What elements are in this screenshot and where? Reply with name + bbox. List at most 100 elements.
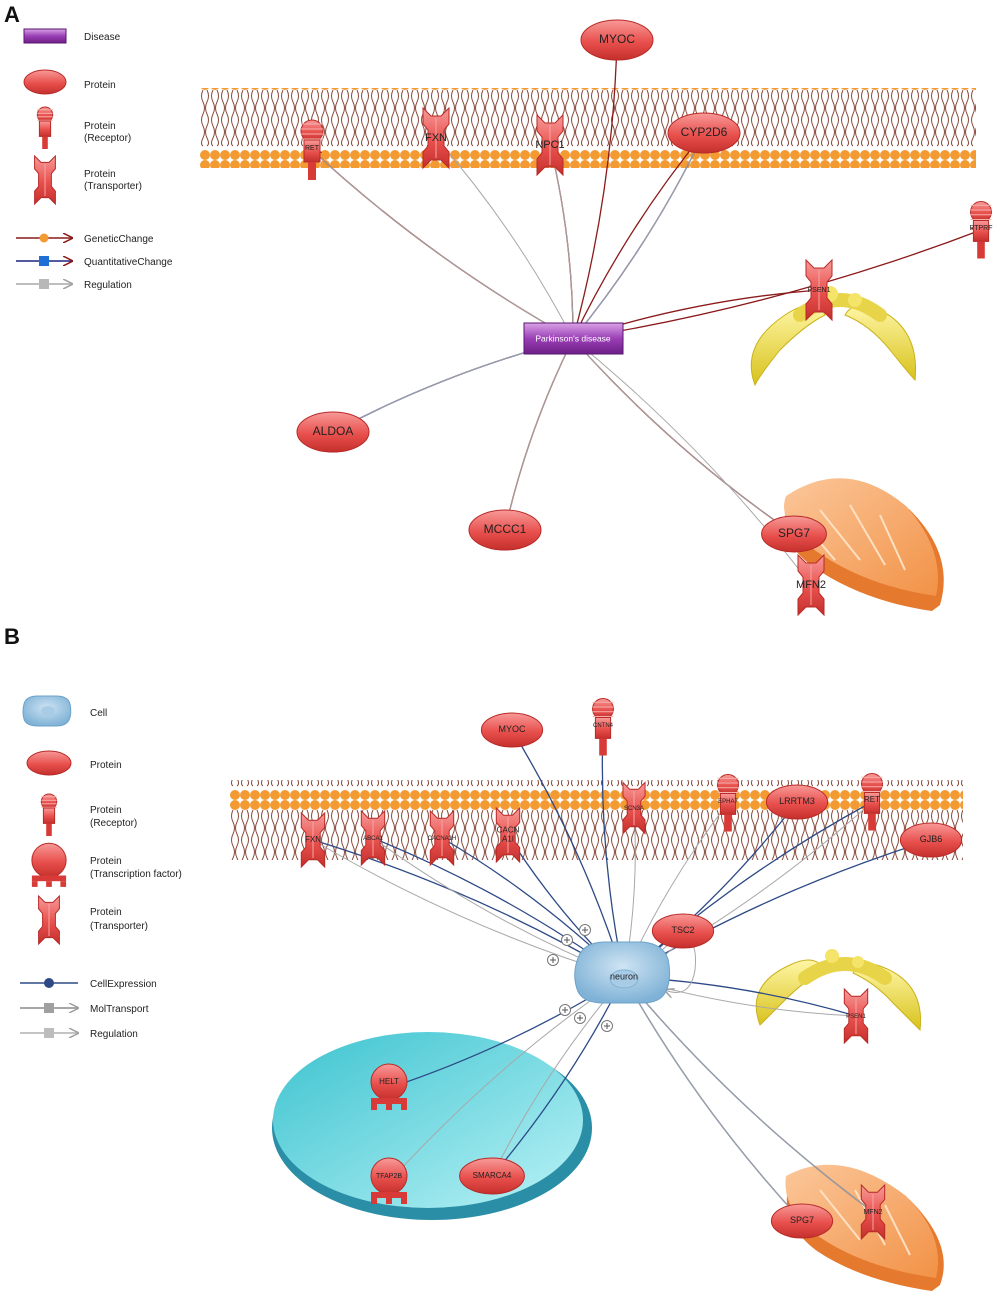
node-mfn2-label: MFN2 bbox=[796, 579, 826, 591]
node-cacna1h-label: CACNA1H bbox=[428, 836, 457, 842]
legend-regulation-line bbox=[16, 279, 72, 289]
node-scn3a[interactable]: SCN3A bbox=[622, 781, 646, 835]
node-npc1-label: NPC1 bbox=[535, 139, 564, 151]
node-ptprf-label: PTPRF bbox=[970, 225, 993, 232]
legend-receptor-label-2: (Receptor) bbox=[84, 133, 131, 144]
legend-regulation-label: Regulation bbox=[84, 280, 132, 291]
disease-node-label: Parkinson's disease bbox=[535, 333, 611, 343]
cell-node-neuron[interactable]: neuron bbox=[574, 941, 671, 1004]
node-helt-label: HELT bbox=[379, 1077, 399, 1086]
edge-mfn2-center-regulation bbox=[624, 977, 874, 1213]
edge-fxn-center-regulation bbox=[435, 137, 573, 339]
node-cntn4-label: CNTN4 bbox=[593, 723, 614, 729]
node-spg7[interactable]: SPG7 bbox=[761, 515, 827, 553]
legend-regulation-line-b bbox=[20, 1028, 78, 1038]
node-tsc2[interactable]: TSC2 bbox=[651, 913, 715, 949]
plus-marker bbox=[601, 1020, 613, 1032]
node-myoc[interactable]: MYOC bbox=[480, 712, 544, 748]
edge-smarca4-center-cellexpression bbox=[491, 976, 625, 1177]
cell-node-label: neuron bbox=[610, 971, 638, 981]
legend-receptor-icon-b bbox=[40, 793, 58, 836]
node-ret-label: RET bbox=[305, 145, 320, 152]
golgi-apparatus-b bbox=[755, 949, 922, 1032]
legend-moltransport-label: MolTransport bbox=[90, 1004, 149, 1015]
node-tfap2b[interactable]: TFAP2B bbox=[370, 1157, 408, 1204]
node-aldoa[interactable]: ALDOA bbox=[296, 411, 370, 453]
node-tsc2-label: TSC2 bbox=[671, 925, 694, 935]
node-psen1[interactable]: PSEN1 bbox=[805, 258, 833, 322]
node-lrrtm3-label: LRRTM3 bbox=[779, 796, 815, 806]
node-mfn2-label: MFN2 bbox=[863, 1209, 882, 1216]
legend-regulation-label-b: Regulation bbox=[90, 1029, 138, 1040]
node-mfn2[interactable]: MFN2 bbox=[796, 553, 826, 617]
legend-transporter-icon-b bbox=[38, 894, 60, 946]
node-psen1[interactable]: PSEN1 bbox=[843, 987, 869, 1045]
node-cacna1h[interactable]: CACNA1H bbox=[428, 809, 457, 867]
legend-receptor-label-1: Protein bbox=[84, 121, 116, 132]
node-spg7[interactable]: SPG7 bbox=[770, 1203, 834, 1239]
node-abca1-label: ABCA1 bbox=[363, 836, 383, 842]
edge-center-ret-geneticchange bbox=[312, 150, 574, 340]
plus-markers bbox=[547, 924, 613, 1032]
node-cyp2d6-label: CYP2D6 bbox=[681, 125, 728, 139]
node-smarca4-label: SMARCA4 bbox=[473, 1171, 512, 1180]
legend-receptor-label-b-2: (Receptor) bbox=[90, 818, 137, 829]
node-spg7-label: SPG7 bbox=[790, 1215, 814, 1225]
legend-tf-icon-b bbox=[31, 842, 67, 887]
legend-moltransport-line bbox=[20, 1003, 78, 1013]
legend-transporter-label-1: Protein bbox=[84, 169, 116, 180]
edge-center-cyp2d6-geneticchange bbox=[572, 133, 704, 340]
edge-center-mccc1-geneticchange bbox=[505, 338, 574, 530]
mitochondrion-a bbox=[784, 478, 944, 611]
legend-transporter-label-2: (Transporter) bbox=[84, 181, 142, 192]
node-smarca4[interactable]: SMARCA4 bbox=[459, 1157, 525, 1195]
node-epha7[interactable]: EPHA7 bbox=[717, 774, 739, 832]
node-lrrtm3[interactable]: LRRTM3 bbox=[765, 784, 829, 820]
node-fxn-label: FXN bbox=[425, 132, 447, 144]
edge-npc1-center-regulation bbox=[549, 144, 573, 339]
legend-geneticchange-line bbox=[16, 234, 72, 243]
legend-quantitativechange-label: QuantitativeChange bbox=[84, 257, 173, 268]
edge-gjb6-center-cellexpression bbox=[623, 839, 932, 978]
node-npc1[interactable]: NPC1 bbox=[535, 113, 565, 177]
plus-marker bbox=[574, 1012, 586, 1024]
node-helt[interactable]: HELT bbox=[370, 1063, 408, 1110]
node-epha7-label: EPHA7 bbox=[718, 799, 738, 805]
node-cyp2d6[interactable]: CYP2D6 bbox=[667, 112, 741, 154]
legend-protein-icon-b bbox=[26, 750, 72, 776]
node-gjb6-label: GJB6 bbox=[920, 834, 943, 844]
edge-spg7-center-regulation bbox=[573, 339, 795, 535]
node-tfap2b-label: TFAP2B bbox=[376, 1173, 402, 1180]
node-psen1-label: PSEN1 bbox=[808, 287, 831, 294]
legend-geneticchange-label: GeneticChange bbox=[84, 234, 154, 245]
node-ret[interactable]: RET bbox=[300, 119, 324, 180]
legend-transporter-label-b-1: Protein bbox=[90, 907, 122, 918]
node-mfn2[interactable]: MFN2 bbox=[860, 1183, 886, 1241]
node-ptprf[interactable]: PTPRF bbox=[970, 201, 993, 259]
legend-panel-b: Cell Protein Protein (Receptor) Protein … bbox=[20, 695, 182, 1040]
node-cntn4[interactable]: CNTN4 bbox=[592, 698, 614, 756]
node-ret-label: RET bbox=[864, 795, 880, 804]
node-fxn[interactable]: FXN bbox=[300, 811, 326, 869]
node-myoc[interactable]: MYOC bbox=[580, 19, 654, 61]
legend-receptor-icon bbox=[36, 106, 54, 149]
edge-center-spg7-cellexpression bbox=[623, 976, 803, 1222]
legend-panel-a: Disease Protein Protein (Receptor) Prote… bbox=[16, 28, 173, 291]
legend-protein-label: Protein bbox=[84, 80, 116, 91]
edge-center-ptprf-geneticchange bbox=[572, 230, 981, 340]
node-abca1[interactable]: ABCA1 bbox=[360, 809, 386, 867]
node-fxn[interactable]: FXN bbox=[422, 106, 450, 170]
disease-node-parkinsons[interactable]: Parkinson's disease bbox=[523, 322, 624, 355]
legend-cellexpression-line bbox=[20, 978, 78, 988]
plus-marker bbox=[579, 924, 591, 936]
node-myoc-label: MYOC bbox=[499, 724, 527, 734]
node-spg7-label: SPG7 bbox=[778, 526, 810, 540]
node-mccc1[interactable]: MCCC1 bbox=[468, 509, 542, 551]
legend-quantitativechange-line bbox=[16, 256, 72, 266]
node-gjb6[interactable]: GJB6 bbox=[899, 822, 963, 858]
node-ret[interactable]: RET bbox=[861, 773, 883, 831]
edge-ret-center-regulation bbox=[311, 149, 573, 339]
